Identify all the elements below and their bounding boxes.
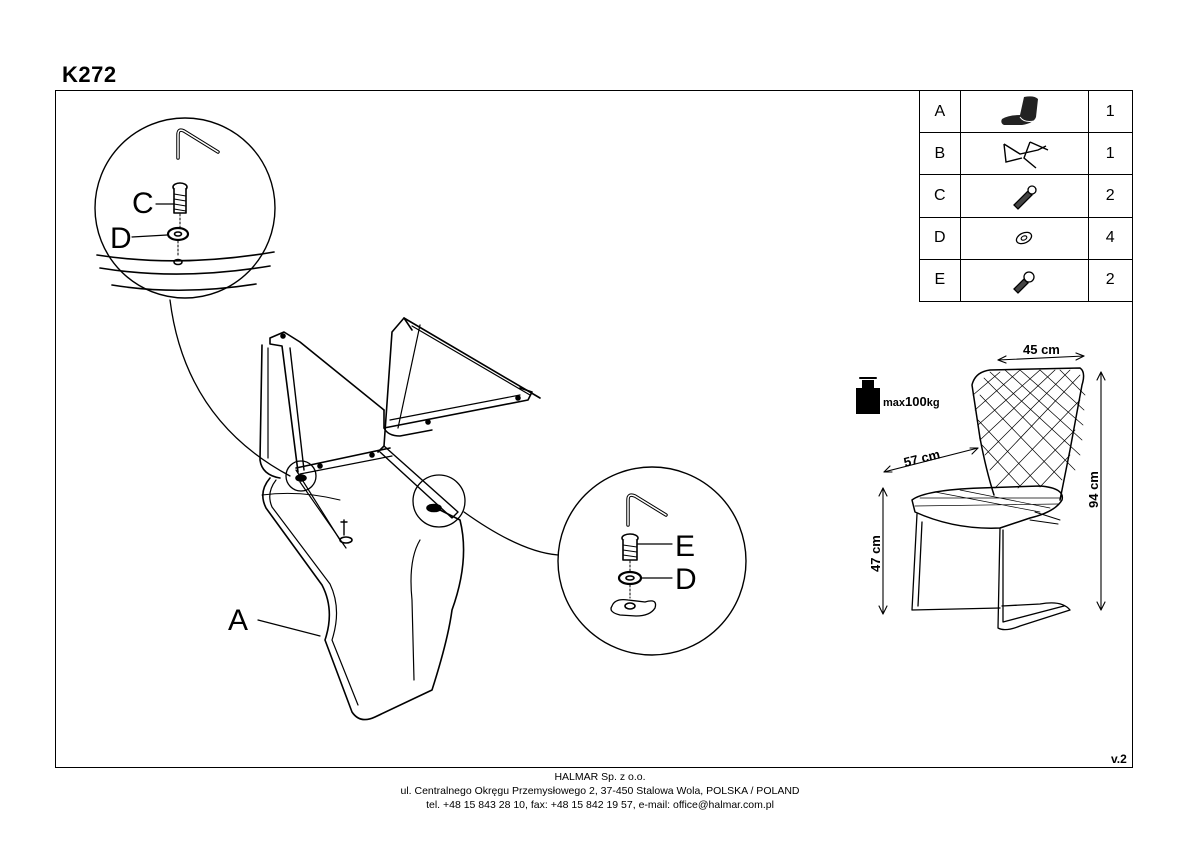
part-letter: C [919,174,961,218]
callout-a: A [228,604,248,637]
part-qty: 1 [1087,89,1134,134]
part-letter: D [919,216,961,260]
parts-row: C 2 [919,174,1134,218]
callout-c: C [132,187,154,220]
connector-line-top [169,299,291,477]
part-letter: A [919,89,961,134]
parts-row: A 1 [919,89,1134,134]
detail-circle-right [557,466,747,656]
product-code-title: K272 [62,62,117,87]
dimension-seat-height: 47 cm [868,535,883,572]
footer-company: HALMAR Sp. z o.o. [554,771,646,783]
part-qty: 2 [1087,174,1134,218]
dimension-depth: 57 cm [902,446,941,469]
connector-line-right [463,511,559,556]
parts-row: D 4 [919,216,1134,260]
part-letter: E [919,258,961,303]
screw-short-icon [1013,271,1035,295]
weight-icon [856,377,880,414]
instruction-frame [55,90,1133,768]
load-label: max100kg [883,394,940,409]
parts-row: B 1 [919,132,1134,176]
footer-address: ul. Centralnego Okręgu Przemysłowego 2, … [400,785,800,797]
part-qty: 1 [1087,132,1134,176]
detail-marker-left [285,460,317,492]
screw-long-icon [1013,185,1037,210]
dimension-width: 45 cm [1023,342,1060,357]
callout-e: E [675,530,695,563]
document-version: v.2 [1111,752,1127,766]
callout-d-top: D [110,222,132,255]
washer-icon [1015,231,1033,245]
part-letter: B [919,132,961,176]
dimension-height: 94 cm [1086,471,1101,508]
parts-row: E 2 [919,258,1134,303]
part-qty: 4 [1087,216,1134,260]
footer-contact: tel. +48 15 843 28 10, fax: +48 15 842 1… [426,799,774,811]
chair-frame-drawing [259,317,541,549]
callout-d-right: D [675,563,697,596]
detail-marker-right [412,474,466,528]
dimension-lines [878,352,1106,615]
chair-seat-drawing [261,477,465,721]
backrest-quilting-pattern [914,369,1086,513]
company-footer: HALMAR Sp. z o.o. ul. Centralnego Okręgu… [0,770,1200,812]
callout-line-a [257,619,321,637]
part-qty: 2 [1087,258,1134,303]
dimension-chair-drawing [911,367,1085,631]
parts-list-table: A 1 B 1 C [919,89,1134,303]
chair-seat-icon [1001,95,1039,125]
detail-circle-top [94,117,276,299]
chair-frame-icon [1003,141,1049,169]
